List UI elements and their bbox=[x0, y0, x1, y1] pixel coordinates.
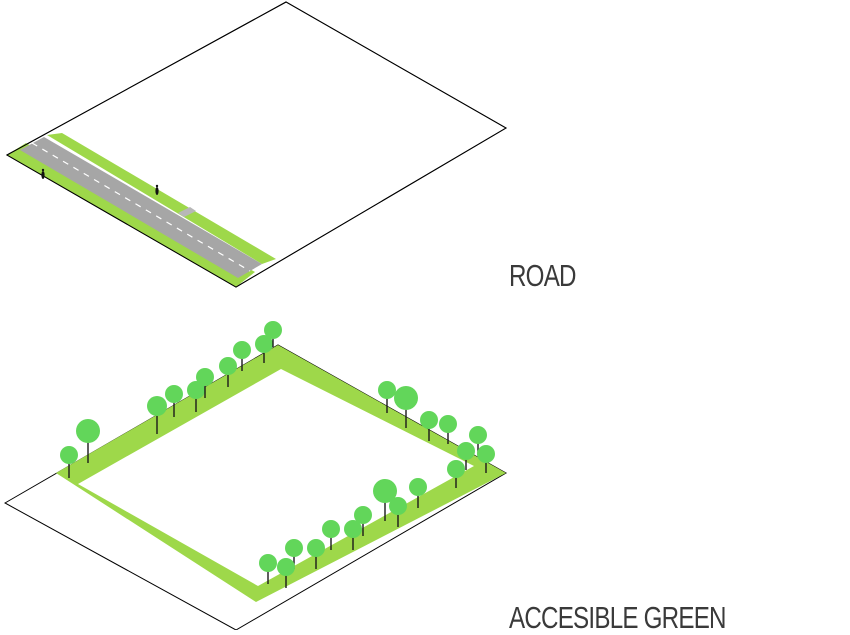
road-driveway bbox=[178, 207, 196, 217]
tree bbox=[373, 479, 397, 521]
tree bbox=[60, 446, 78, 478]
road-grass-strip-right bbox=[47, 133, 276, 264]
tree-canopy bbox=[165, 385, 183, 403]
tree-canopy bbox=[378, 381, 396, 399]
tree-canopy bbox=[187, 381, 205, 399]
road-plot-outline bbox=[5, 1, 507, 288]
road-plot-edge bbox=[5, 1, 507, 288]
tree-canopy bbox=[394, 386, 418, 410]
tree-canopy bbox=[307, 539, 325, 557]
tree bbox=[394, 386, 418, 428]
tree-canopy bbox=[420, 411, 438, 429]
green-ring bbox=[56, 345, 506, 602]
tree-canopy bbox=[76, 419, 100, 443]
tree-canopy bbox=[373, 479, 397, 503]
road-label: ROAD bbox=[509, 258, 577, 293]
tree bbox=[264, 321, 282, 347]
tree bbox=[378, 381, 396, 413]
tree bbox=[219, 357, 237, 387]
tree bbox=[147, 396, 167, 434]
tree-canopy bbox=[60, 446, 78, 464]
tree bbox=[447, 460, 465, 488]
tree-canopy bbox=[477, 445, 495, 463]
pedestrian-figure bbox=[155, 184, 159, 195]
tree-canopy bbox=[447, 460, 465, 478]
tree-group bbox=[60, 321, 495, 588]
tree bbox=[457, 442, 475, 470]
tree bbox=[389, 497, 407, 527]
tree bbox=[187, 381, 205, 412]
road-layer bbox=[5, 1, 507, 288]
tree-canopy bbox=[196, 368, 214, 386]
tree bbox=[233, 341, 251, 371]
tree-canopy bbox=[469, 426, 487, 444]
tree-canopy bbox=[255, 335, 273, 353]
tree-canopy bbox=[322, 520, 340, 538]
tree-canopy bbox=[233, 341, 251, 359]
green-layer bbox=[3, 321, 508, 630]
tree-canopy bbox=[354, 506, 372, 524]
tree bbox=[439, 415, 457, 444]
tree bbox=[76, 419, 100, 463]
tree bbox=[354, 506, 372, 536]
pedestrian-figure bbox=[41, 168, 45, 179]
tree-canopy bbox=[219, 357, 237, 375]
tree-canopy bbox=[277, 558, 295, 576]
tree bbox=[196, 368, 214, 398]
tree-canopy bbox=[147, 396, 167, 416]
tree bbox=[277, 558, 295, 588]
tree-canopy bbox=[439, 415, 457, 433]
tree bbox=[259, 554, 277, 584]
tree-canopy bbox=[389, 497, 407, 515]
tree-canopy bbox=[344, 520, 362, 538]
tree-canopy bbox=[285, 539, 303, 557]
accessible-green-label: ACCESIBLE GREEN bbox=[509, 600, 727, 635]
tree bbox=[409, 478, 427, 508]
tree bbox=[477, 445, 495, 473]
tree bbox=[344, 520, 362, 550]
tree-canopy bbox=[457, 442, 475, 460]
tree-canopy bbox=[264, 321, 282, 339]
tree bbox=[307, 539, 325, 569]
tree bbox=[420, 411, 438, 441]
tree bbox=[322, 520, 340, 550]
tree bbox=[255, 335, 273, 363]
tree-canopy bbox=[409, 478, 427, 496]
tree-canopy bbox=[259, 554, 277, 572]
tree bbox=[165, 385, 183, 417]
